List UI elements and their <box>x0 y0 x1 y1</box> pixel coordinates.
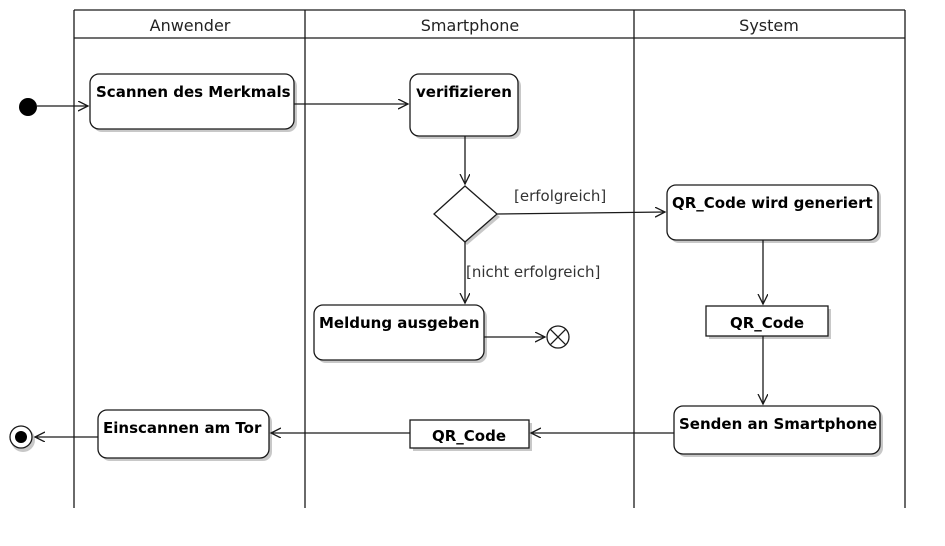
action-show-message-label: Meldung ausgeben <box>319 314 480 332</box>
guard-failure-label: [nicht erfolgreich] <box>466 263 600 281</box>
action-scan-gate-label: Einscannen am Tor <box>103 419 262 437</box>
action-verify: verifizieren <box>409 73 521 139</box>
object-qr-phone: QR_Code <box>409 419 532 451</box>
action-send-phone: Senden an Smartphone <box>673 405 883 457</box>
object-qr-system: QR_Code <box>705 305 831 339</box>
action-scan-feature: Scannen des Merkmals <box>89 73 297 132</box>
lane-title-user: Anwender <box>150 16 231 35</box>
flow-decision-success <box>496 212 665 214</box>
action-qr-generated: QR_Code wird generiert <box>666 184 881 243</box>
action-show-message: Meldung ausgeben <box>313 304 487 363</box>
action-verify-label: verifizieren <box>416 83 512 101</box>
lane-title-smartphone: Smartphone <box>421 16 519 35</box>
flow-edges <box>35 104 763 437</box>
action-qr-generated-label: QR_Code wird generiert <box>672 194 873 212</box>
flow-final-node <box>546 325 570 349</box>
action-scan-gate: Einscannen am Tor <box>97 409 272 461</box>
initial-node <box>19 98 37 116</box>
guard-success-label: [erfolgreich] <box>514 187 606 205</box>
action-scan-feature-label: Scannen des Merkmals <box>96 83 291 101</box>
lane-title-system: System <box>739 16 799 35</box>
decision-node <box>433 185 500 245</box>
action-send-phone-label: Senden an Smartphone <box>679 415 877 433</box>
object-qr-phone-label: QR_Code <box>432 427 506 445</box>
object-qr-system-label: QR_Code <box>730 314 804 332</box>
swimlane-frame <box>73 9 906 508</box>
final-node <box>9 425 35 452</box>
